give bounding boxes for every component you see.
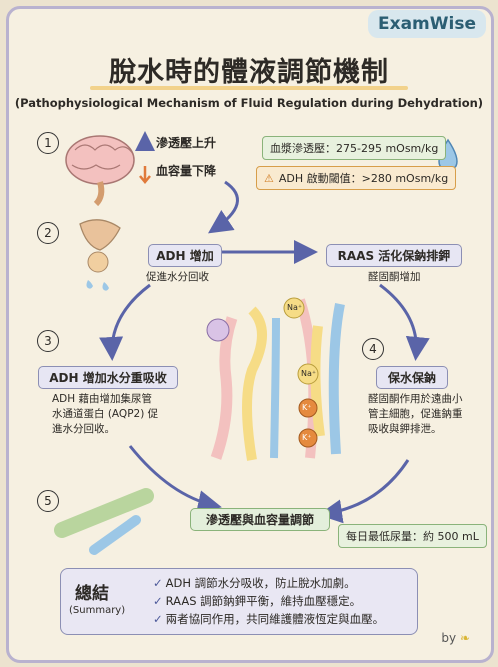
step-number-1: 1 — [37, 132, 59, 154]
adh-threshold-box: ⚠ ADH 啟動閾值：>280 mOsm/kg — [256, 166, 457, 190]
blood-vessel-icon — [54, 488, 154, 555]
step-number-4: 4 — [362, 338, 384, 360]
warning-icon: ⚠ — [264, 172, 274, 185]
author-credit: by ❧ — [441, 631, 470, 645]
k-ion-lower-label: K⁺ — [302, 433, 312, 442]
step-number-2: 2 — [37, 222, 59, 244]
step-number-5: 5 — [37, 490, 59, 512]
k-ion-upper-marker — [298, 398, 318, 418]
arrow-step3-to-step5 — [128, 445, 222, 514]
title-underline — [90, 86, 408, 90]
arrow-step4-to-step5 — [318, 459, 410, 524]
page-subtitle: (Pathophysiological Mechanism of Fluid R… — [14, 96, 484, 110]
check-icon: ✓ — [153, 576, 163, 590]
water-sodium-retention-label: 保水保鈉 — [376, 366, 448, 389]
summary-item: ✓兩者協同作用，共同維護體液恆定與血壓。 — [153, 612, 385, 626]
summary-list: ✓ADH 調節水分吸收，防止脫水加劇。 ✓RAAS 調節鈉鉀平衡，維持血壓穩定。… — [153, 574, 384, 628]
arrow-raas-to-step4 — [379, 283, 430, 361]
na-ion-mid-label: Na⁺ — [301, 369, 317, 378]
adh-water-reabsorption-desc: ADH 藉由增加集尿管 水通道蛋白 (AQP2) 促 進水分回收。 — [52, 393, 159, 435]
page-frame — [6, 6, 494, 663]
summary-title: 總結 — [75, 584, 109, 604]
arrow-adh-to-step3 — [99, 283, 151, 361]
summary-subtitle: (Summary) — [69, 605, 126, 616]
na-ion-mid-marker — [297, 363, 319, 385]
summary-box: 總結 (Summary) ✓ADH 調節水分吸收，防止脫水加劇。 ✓RAAS 調… — [60, 568, 418, 635]
step-number-3: 3 — [37, 330, 59, 352]
arrow-to-adh — [208, 180, 239, 234]
banana-icon: ❧ — [459, 631, 470, 645]
plasma-osmolarity-box: 血漿滲透壓：275-295 mOsm/kg — [262, 136, 447, 160]
na-ion-top-label: Na⁺ — [287, 303, 303, 312]
raas-activation-label: RAAS 活化保鈉排鉀 — [326, 244, 462, 267]
min-urine-box: 每日最低尿量：約 500 mL — [338, 524, 487, 548]
brand-logo: ExamWise — [368, 10, 486, 38]
adh-increase-label: ADH 增加 — [148, 244, 222, 267]
adh-increase-desc: 促進水分回收 — [146, 271, 209, 283]
summary-item: ✓RAAS 調節鈉鉀平衡，維持血壓穩定。 — [153, 594, 362, 608]
volume-down-label: 血容量下降 — [156, 164, 217, 178]
check-icon: ✓ — [153, 594, 163, 608]
check-icon: ✓ — [153, 612, 163, 626]
osmolarity-volume-regulation-label: 滲透壓與血容量調節 — [190, 508, 330, 531]
k-ion-lower-marker — [298, 428, 318, 448]
osmolarity-up-label: 滲透壓上升 — [156, 136, 217, 150]
pituitary-gland-icon — [79, 219, 121, 291]
adh-threshold-text: ADH 啟動閾值：>280 mOsm/kg — [278, 172, 449, 185]
page-title: 脫水時的體液調節機制 — [109, 57, 389, 88]
water-sodium-retention-desc: 醛固酮作用於遠曲小 管主細胞，促進鈉重 吸收與鉀排泄。 — [368, 393, 463, 435]
raas-activation-desc: 醛固酮增加 — [368, 271, 421, 283]
na-ion-top-marker — [283, 297, 305, 319]
brain-icon — [65, 135, 135, 207]
adh-water-reabsorption-label: ADH 增加水分重吸收 — [38, 366, 178, 389]
summary-item: ✓ADH 調節水分吸收，防止脫水加劇。 — [153, 576, 356, 590]
k-ion-upper-label: K⁺ — [302, 403, 312, 412]
nephron-illustration — [206, 298, 345, 461]
